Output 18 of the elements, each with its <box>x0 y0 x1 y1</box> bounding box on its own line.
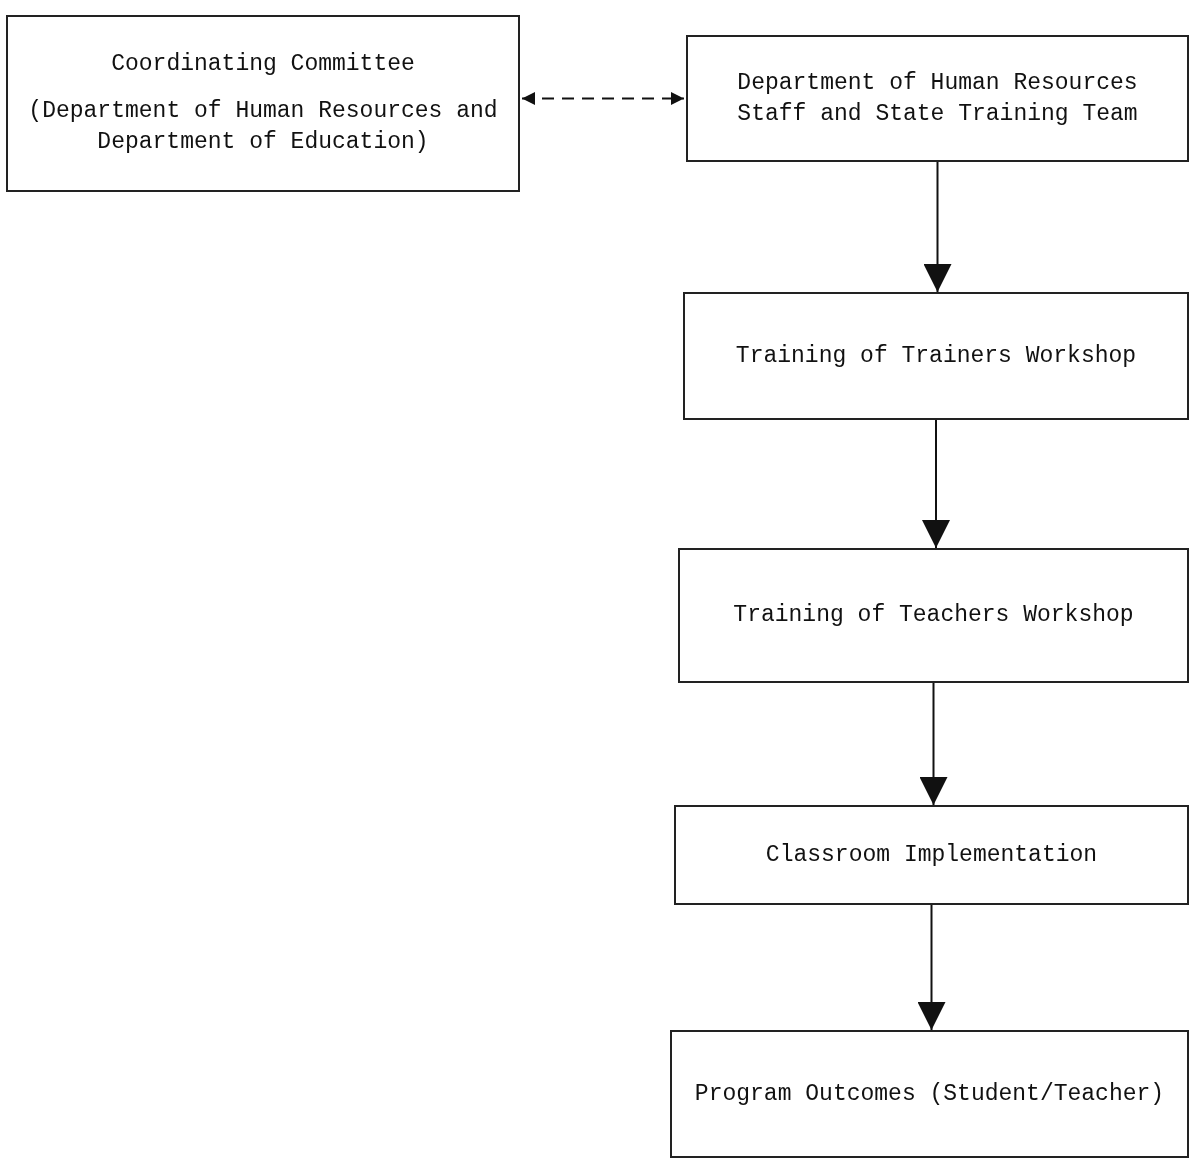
box-title: Department of Human Resources Staff and State Training Team <box>736 68 1139 129</box>
box-title: Training of Trainers Workshop <box>735 341 1137 371</box>
process-box <box>683 292 1189 420</box>
box-subtitle: (Department of Human Resources and Department of Education) <box>27 97 499 157</box>
box-title: Classroom Implementation <box>765 840 1098 870</box>
box-title: Coordinating Committee <box>111 50 415 79</box>
arrow <box>919 682 948 806</box>
box-title: Program Outcomes (Student/Teacher) <box>694 1079 1165 1109</box>
arrow <box>922 419 950 549</box>
process-box <box>674 805 1189 905</box>
arrow <box>923 161 952 293</box>
arrow <box>521 92 685 105</box>
box-title: Training of Teachers Workshop <box>733 601 1134 630</box>
process-box <box>6 15 520 192</box>
process-box <box>686 35 1189 162</box>
process-box <box>678 548 1189 683</box>
process-box <box>670 1030 1189 1158</box>
arrow <box>917 904 946 1031</box>
